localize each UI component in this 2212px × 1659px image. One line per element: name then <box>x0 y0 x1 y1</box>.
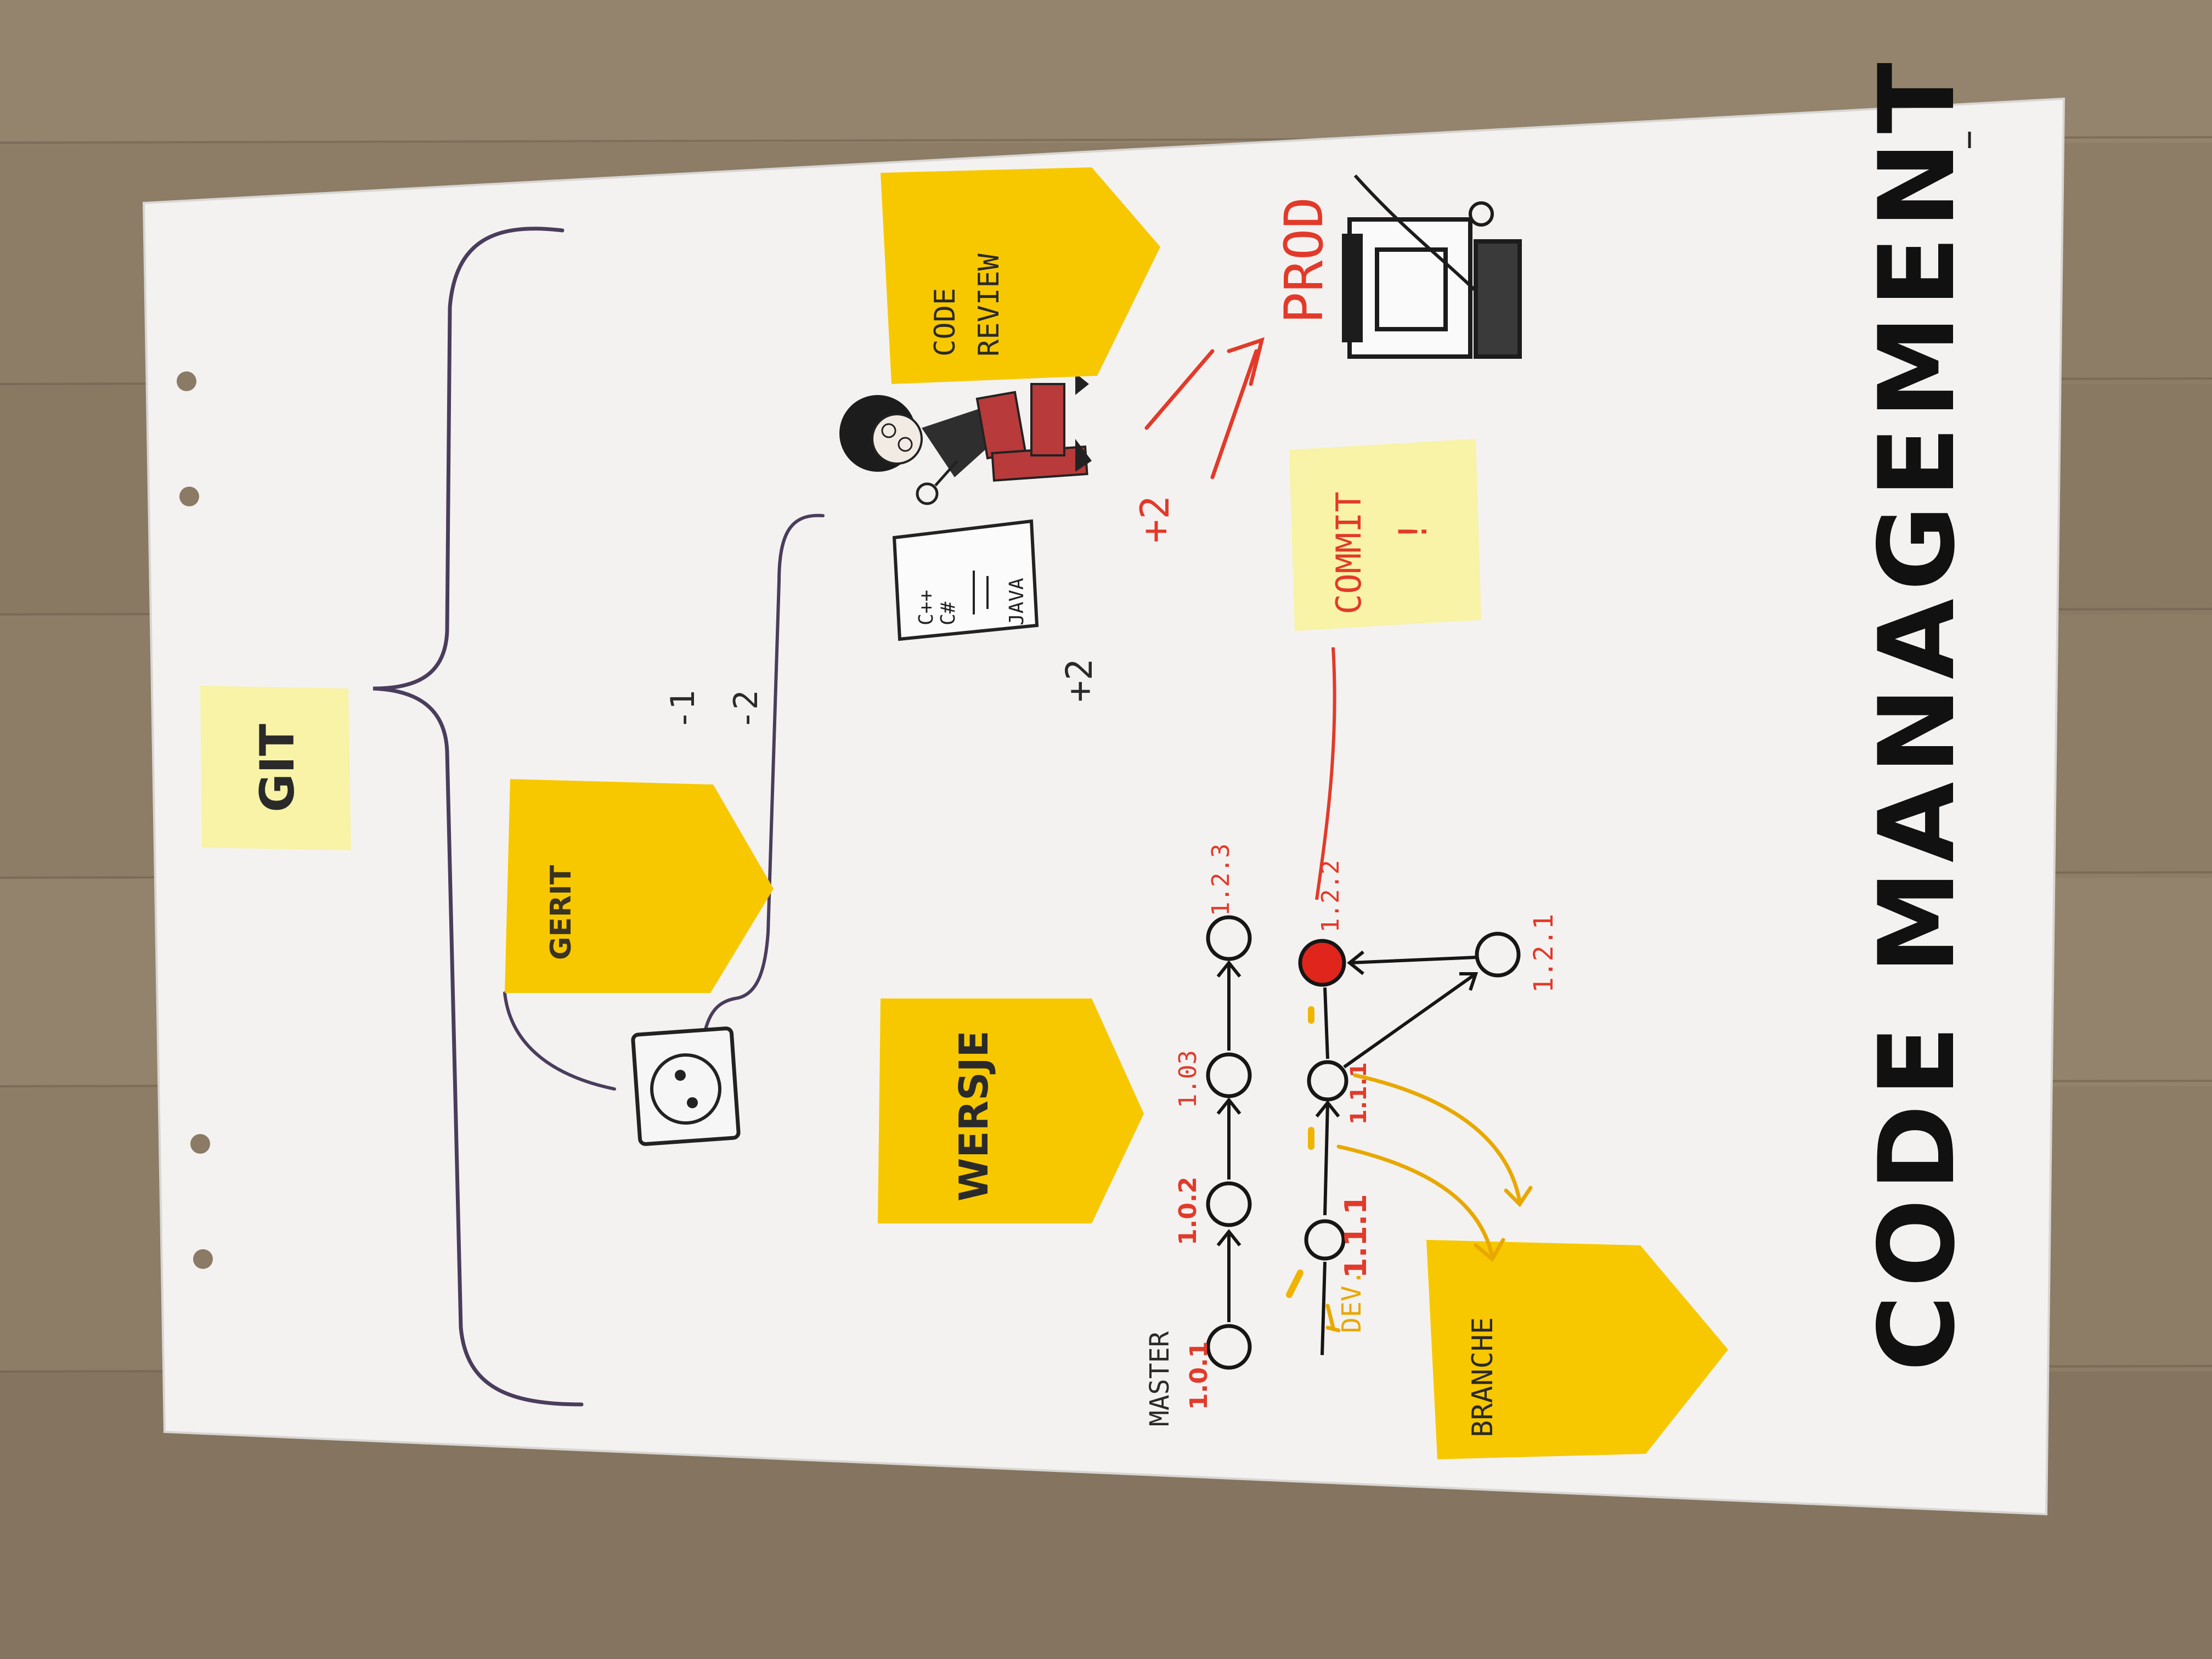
sticky-label-review: REVIEW <box>973 253 1006 357</box>
dev-version-2: 1.1.1 <box>1346 1062 1372 1125</box>
branch-label-master: MASTER <box>1144 1331 1175 1426</box>
vote-minus-2: -2 <box>727 690 765 730</box>
keyboard-icon <box>1474 239 1522 359</box>
sticky-label-wersje: WERSJE <box>951 1030 997 1201</box>
commit-exclamation: ! <box>1391 520 1436 543</box>
feature-version-3: 1.2.3 <box>1207 844 1235 916</box>
flipchart-paper <box>142 97 2066 1516</box>
page-title: CODE MANAGEMENT <box>1857 55 1978 1372</box>
document-line-java: JAVA <box>1006 578 1028 625</box>
sticky-note-code-review: CODE REVIEW <box>881 167 1160 384</box>
punch-holes <box>177 371 213 1269</box>
feature-version-1: 1.2.1 <box>1528 914 1559 994</box>
sticky-label-branche: BRANCHE <box>1466 1317 1499 1437</box>
vote-plus-2: +2 <box>1058 659 1101 702</box>
vote-minus-1: -1 <box>664 690 702 730</box>
sticky-label-git: GIT <box>250 724 305 812</box>
punch-hole <box>179 487 199 506</box>
sticky-label-code: CODE <box>929 288 962 357</box>
sticky-note-branche: BRANCHE <box>1426 1240 1728 1459</box>
branch-graph: MASTER DEV. 1.0.1 1.0.2 1.03 1.1.1 1.1.1… <box>1144 844 1559 1426</box>
reviewer-person-icon <box>839 373 1092 505</box>
dev-node <box>1304 1219 1346 1261</box>
master-node <box>1206 915 1252 961</box>
document-line-cpp: C++ <box>915 590 938 625</box>
vote-plus-2-red: +2 <box>1132 495 1178 543</box>
punch-hole <box>190 1134 210 1154</box>
master-version-3: 1.03 <box>1174 1050 1202 1108</box>
prod-label: PROD <box>1273 197 1335 324</box>
feature-node <box>1475 932 1521 978</box>
commit-connector-line <box>1315 647 1336 900</box>
git-brace <box>373 227 584 1407</box>
sticky-note-gerrit: GERIT <box>505 779 774 993</box>
deploy-arrows <box>1144 337 1265 479</box>
master-node <box>1206 1181 1252 1227</box>
sticky-note-commit: COMMIT ! <box>1289 439 1481 631</box>
sticky-note-git: GIT <box>200 686 351 850</box>
master-node <box>1206 1052 1252 1098</box>
sticky-note-wersje: WERSJE <box>878 998 1144 1223</box>
dev-node <box>1307 1060 1348 1102</box>
sticky-label-gerrit: GERIT <box>545 865 578 960</box>
gerrit-brace <box>503 514 825 1093</box>
dev-version-1: 1.1.1 <box>1339 1194 1373 1278</box>
master-node <box>1206 1324 1252 1370</box>
computer-icon <box>1342 174 1522 359</box>
punch-hole <box>177 371 196 391</box>
sticky-label-commit: COMMIT <box>1329 492 1369 614</box>
branch-label-dev: DEV. <box>1336 1269 1367 1333</box>
document-line-csharp: C# <box>937 601 960 625</box>
power-socket-icon <box>631 1026 741 1146</box>
master-version-1: 1.0.1 <box>1185 1341 1213 1410</box>
master-version-2: 1.0.2 <box>1174 1177 1202 1245</box>
punch-hole <box>193 1249 213 1269</box>
feature-version-2: 1.2.2 <box>1317 860 1345 933</box>
merged-commit-node <box>1298 939 1346 987</box>
code-document-icon: C++ C# JAVA <box>892 519 1039 641</box>
